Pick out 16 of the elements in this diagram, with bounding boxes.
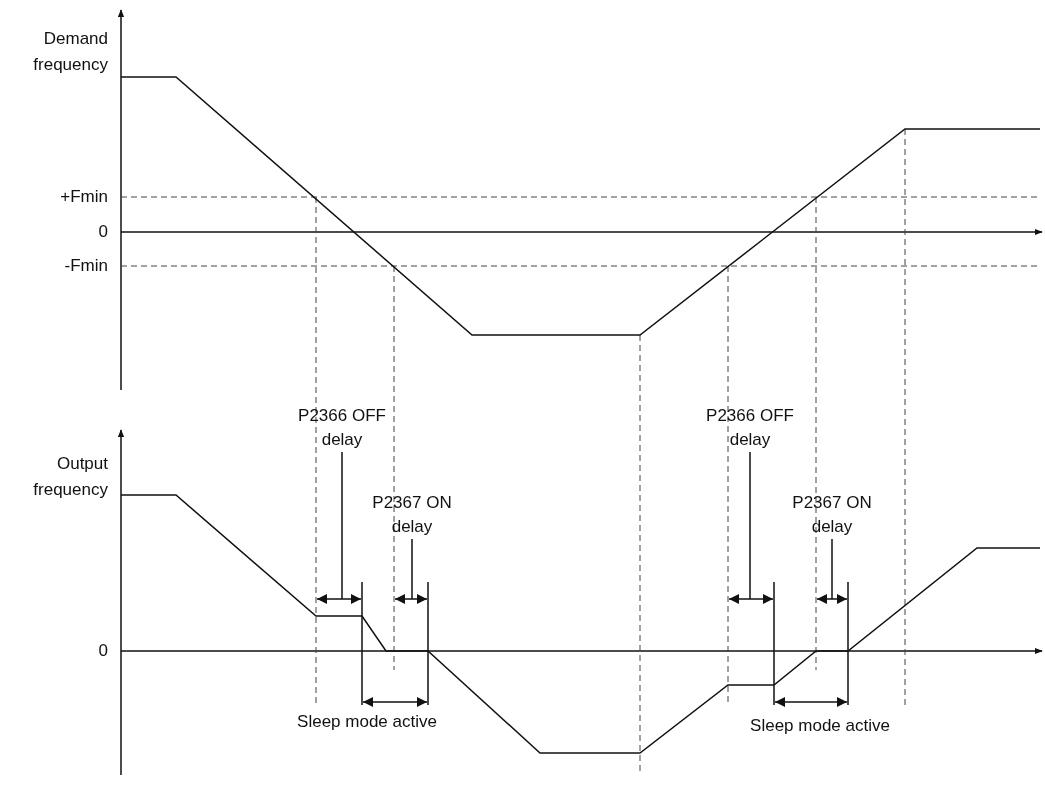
callout-label: P2367 ON delay: [364, 491, 460, 539]
callout-label: P2367 ON delay: [784, 491, 880, 539]
axis-label: 0: [98, 221, 108, 243]
leader-line: [341, 451, 343, 600]
leader-line: [749, 451, 751, 600]
interval-label: Sleep mode active: [297, 711, 437, 733]
callout-label: P2366 OFF delay: [702, 404, 798, 452]
axis-label: +Fmin: [60, 186, 108, 208]
axis-label: -Fmin: [64, 255, 108, 277]
interval-label: Sleep mode active: [750, 715, 890, 737]
axis-title: Demand frequency: [32, 28, 108, 76]
leader-line: [831, 538, 833, 600]
axis-label: 0: [98, 640, 108, 662]
axis-title: Output frequency: [32, 453, 108, 501]
leader-line: [411, 538, 413, 600]
callout-label: P2366 OFF delay: [294, 404, 390, 452]
